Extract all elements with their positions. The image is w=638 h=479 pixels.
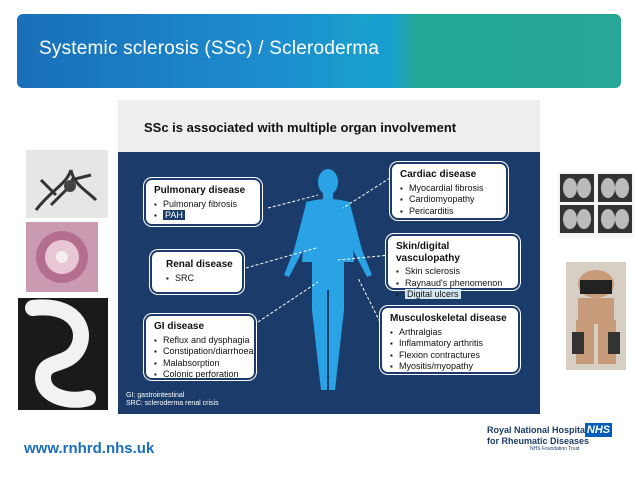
- logo-line: for Rheumatic Diseases: [487, 436, 590, 446]
- skin-item-highlight: Digital ulcers: [405, 289, 461, 299]
- footnote: SRC: scleroderma renal crisis: [126, 400, 219, 407]
- msk-title: Musculoskeletal disease: [390, 313, 507, 324]
- cardiac-list: Myocardial fibrosis Cardiomyopathy Peric…: [400, 183, 500, 218]
- figure-heading: SSc is associated with multiple organ in…: [144, 120, 457, 135]
- pulmonary-disease-box: Pulmonary disease Pulmonary fibrosis PAH: [144, 178, 262, 226]
- gi-item: Constipation/diarrhoea: [154, 346, 254, 358]
- skin-item: Raynaud's phenomenon: [396, 278, 512, 290]
- logo-line: Royal National Hospital: [487, 425, 588, 435]
- gi-item: Malabsorption: [154, 358, 248, 370]
- lung-radiograph-image: [26, 150, 108, 218]
- pulmonary-item-highlight: PAH: [163, 210, 185, 220]
- organ-involvement-figure: SSc is associated with multiple organ in…: [118, 100, 540, 414]
- msk-item: Inflammatory arthritis: [390, 338, 512, 350]
- msk-item: Arthralgias: [390, 327, 512, 339]
- cardiac-title: Cardiac disease: [400, 169, 477, 180]
- pulmonary-item: PAH: [154, 210, 254, 222]
- skin-title: Skin/digital vasculopathy: [396, 241, 460, 264]
- renal-list: SRC: [166, 273, 236, 285]
- patient-contractures-photo: [566, 262, 626, 370]
- gi-disease-box: GI disease Reflux and dysphagia Constipa…: [144, 314, 256, 380]
- figure-heading-bar: SSc is associated with multiple organ in…: [118, 100, 540, 152]
- skin-vasculopathy-box: Skin/digital vasculopathy Skin sclerosis…: [386, 234, 520, 300]
- pulmonary-title: Pulmonary disease: [154, 185, 246, 196]
- header-wave-decoration: [347, 14, 621, 88]
- website-link[interactable]: www.rnhrd.nhs.uk: [24, 440, 155, 457]
- gi-title: GI disease: [154, 321, 205, 332]
- figure-footnotes: GI: gastrointestinal SRC: scleroderma re…: [126, 392, 219, 408]
- slide-title: Systemic sclerosis (SSc) / Scleroderma: [39, 38, 380, 59]
- artery-histology-image: [26, 222, 98, 292]
- pulmonary-list: Pulmonary fibrosis PAH: [154, 199, 254, 222]
- renal-item: SRC: [166, 273, 236, 285]
- gi-item: Reflux and dysphagia: [154, 335, 250, 347]
- header-banner: Systemic sclerosis (SSc) / Scleroderma: [17, 14, 621, 88]
- trust-name: NHS Foundation Trust: [530, 446, 580, 452]
- cardiac-item: Cardiomyopathy: [400, 194, 500, 206]
- gi-list: Reflux and dysphagia Constipation/diarrh…: [154, 335, 254, 381]
- skin-item: Skin sclerosis: [396, 266, 512, 278]
- renal-title: Renal disease: [166, 259, 233, 270]
- renal-disease-box: Renal disease SRC: [150, 250, 244, 294]
- msk-list: Arthralgias Inflammatory arthritis Flexi…: [390, 327, 512, 373]
- footnote: GI: gastrointestinal: [126, 392, 185, 399]
- msk-item: Flexion contractures: [390, 350, 512, 362]
- hospital-logo-text: Royal National Hospital for Rheumatic Di…: [487, 425, 589, 447]
- cardiac-disease-box: Cardiac disease Myocardial fibrosis Card…: [390, 162, 508, 220]
- skin-item: Digital ulcers: [396, 289, 512, 301]
- human-body-silhouette: [245, 169, 391, 390]
- pulmonary-item: Pulmonary fibrosis: [154, 199, 254, 211]
- musculoskeletal-disease-box: Musculoskeletal disease Arthralgias Infl…: [380, 306, 520, 374]
- gi-item: Colonic perforation: [154, 369, 248, 381]
- nhs-logo: NHS: [585, 423, 612, 437]
- skin-list: Skin sclerosis Raynaud's phenomenon Digi…: [396, 266, 512, 301]
- chest-ct-scans-image: [558, 172, 634, 238]
- cardiac-item: Pericarditis: [400, 206, 500, 218]
- cardiac-item: Myocardial fibrosis: [400, 183, 500, 195]
- gi-barium-image: [18, 298, 108, 410]
- msk-item: Myositis/myopathy: [390, 361, 512, 373]
